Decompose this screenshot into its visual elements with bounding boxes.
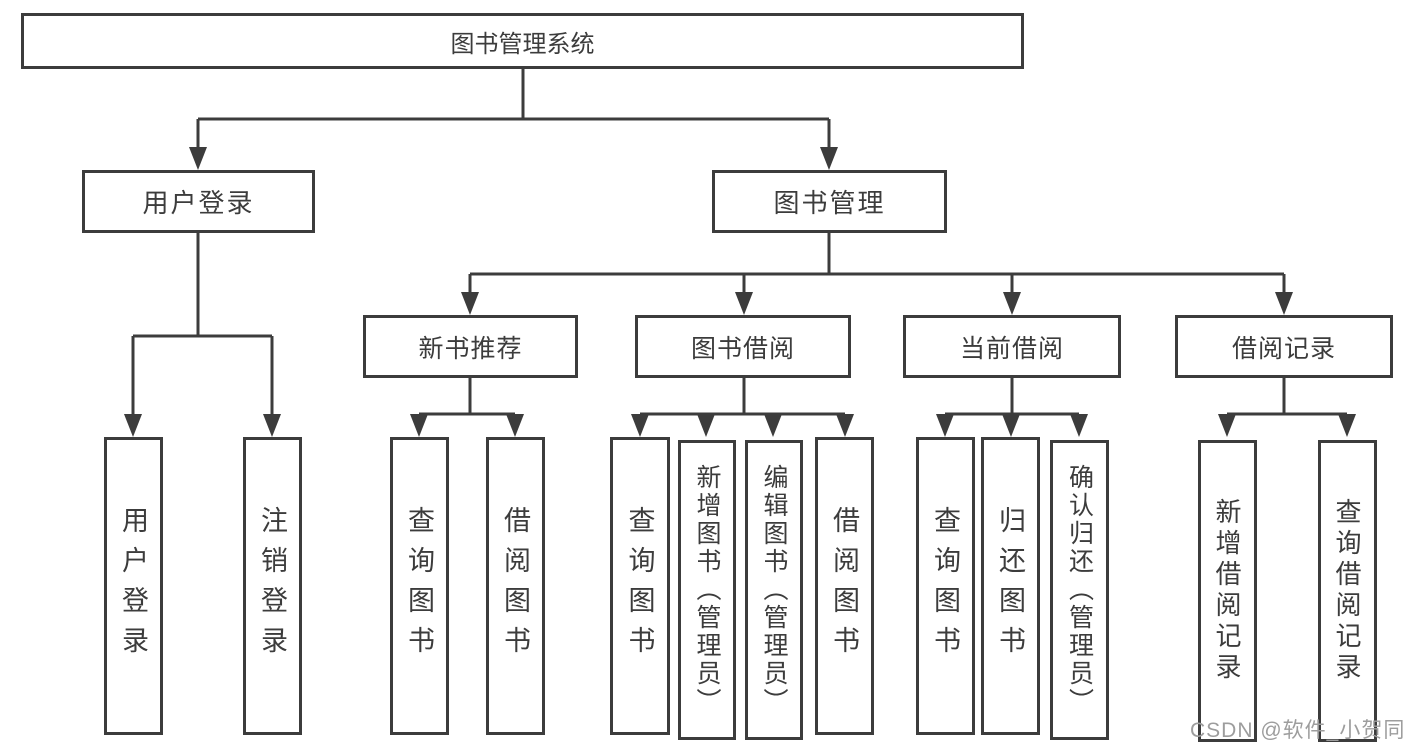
arrowhead-icon [410,414,428,437]
node-new-book-recommend-label: 新书推荐 [418,334,523,363]
leaf-user-login: 用户登录 [104,437,163,735]
leaf-edit-book-admin: 编辑图书（管理员） [745,440,803,740]
leaf-confirm-return-admin: 确认归还（管理员） [1050,440,1109,740]
arrowhead-icon [820,147,838,170]
arrowhead-icon [1070,414,1088,437]
arrowhead-icon [764,414,782,437]
arrowhead-icon [1002,414,1020,437]
arrowhead-icon [263,414,281,437]
node-user-login: 用户登录 [82,170,315,233]
leaf-edit-book-admin-label: 编辑图书（管理员） [760,464,788,716]
leaf-user-login-label: 用户登录 [118,506,148,666]
arrowhead-icon [936,414,954,437]
connector-root-to-level2 [189,69,838,170]
leaf-return-book: 归还图书 [981,437,1040,735]
connector-line [417,378,517,418]
leaf-query-borrow-record: 查询借阅记录 [1318,440,1377,742]
arrowhead-icon [1218,414,1236,437]
connector-user-login-branch [124,233,281,437]
connector-line [943,378,1081,418]
node-book-management-label: 图书管理 [773,188,886,218]
arrowhead-icon [836,414,854,437]
node-user-login-label: 用户登录 [142,188,255,218]
watermark: CSDN @软件_小贺同学 [1190,719,1405,742]
connector-current-borrow-branch [936,378,1088,437]
arrowhead-icon [1338,414,1356,437]
leaf-logout: 注销登录 [243,437,302,735]
leaf-add-borrow-record-label: 新增借阅记录 [1212,498,1242,684]
node-current-borrow-label: 当前借阅 [959,334,1064,363]
leaf-query-borrow-record-label: 查询借阅记录 [1332,498,1362,684]
leaf-query-book-3-label: 查询图书 [930,506,960,666]
leaf-logout-label: 注销登录 [257,506,287,666]
connector-book-borrow-branch [631,378,854,437]
arrowhead-icon [631,414,649,437]
arrowhead-icon [1275,292,1293,315]
arrowhead-icon [461,292,479,315]
connector-line [638,378,847,418]
leaf-borrow-book-1: 借阅图书 [486,437,545,735]
arrowhead-icon [124,414,142,437]
leaf-add-borrow-record: 新增借阅记录 [1198,440,1257,742]
node-book-borrow-label: 图书借阅 [690,334,795,363]
leaf-return-book-label: 归还图书 [995,506,1025,666]
connector-line [468,233,1286,294]
arrowhead-icon [1003,292,1021,315]
arrowhead-icon [697,414,715,437]
connector-book-mgmt-branch [461,233,1293,315]
leaf-add-book-admin-label: 新增图书（管理员） [693,464,721,716]
node-borrow-record: 借阅记录 [1175,315,1393,378]
leaf-confirm-return-admin-label: 确认归还（管理员） [1065,464,1094,716]
connector-line [131,233,274,416]
node-root-label: 图书管理系统 [450,30,595,58]
leaf-borrow-book-2-label: 借阅图书 [829,506,859,666]
node-borrow-record-label: 借阅记录 [1231,334,1336,363]
leaf-query-book-1: 查询图书 [390,437,449,735]
arrowhead-icon [735,292,753,315]
node-book-borrow: 图书借阅 [635,315,851,378]
connector-line [1225,378,1349,418]
connector-new-book-branch [410,378,524,437]
node-new-book-recommend: 新书推荐 [363,315,578,378]
node-book-management: 图书管理 [712,170,947,233]
connector-borrow-record-branch [1218,378,1356,437]
leaf-add-book-admin: 新增图书（管理员） [678,440,736,740]
leaf-query-book-3: 查询图书 [916,437,975,735]
connector-line [196,69,831,149]
leaf-borrow-book-2: 借阅图书 [815,437,874,735]
leaf-borrow-book-1-label: 借阅图书 [500,506,530,666]
leaf-query-book-1-label: 查询图书 [404,506,434,666]
leaf-query-book-2-label: 查询图书 [624,506,655,666]
arrowhead-icon [506,414,524,437]
node-current-borrow: 当前借阅 [903,315,1121,378]
node-root: 图书管理系统 [21,13,1024,69]
leaf-query-book-2: 查询图书 [610,437,670,735]
arrowhead-icon [189,147,207,170]
